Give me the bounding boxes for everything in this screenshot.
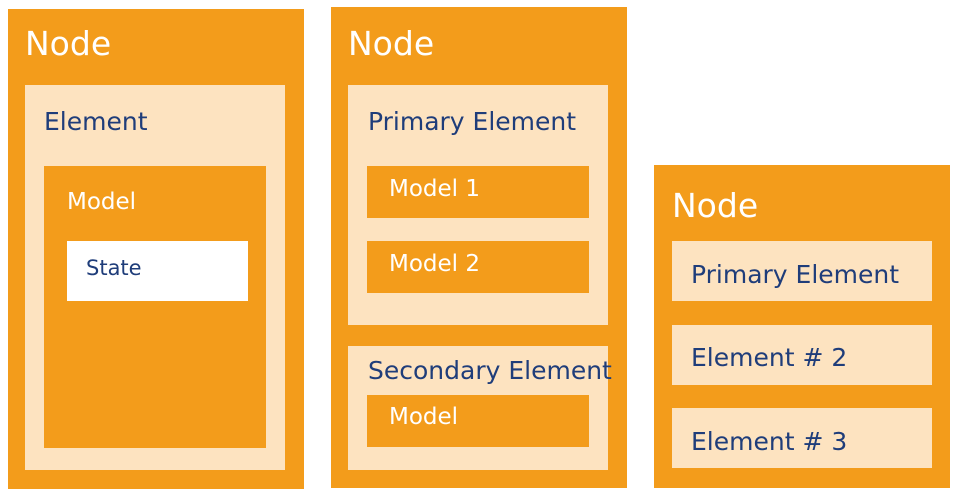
- node-1-model-label: Model: [67, 189, 137, 215]
- node-3-element-2: [672, 325, 932, 385]
- node-3-element-2-label: Element # 2: [691, 343, 848, 372]
- node-1-state: [67, 241, 248, 301]
- node-3-title: Node: [672, 186, 759, 225]
- node-3-element-3-label: Element # 3: [691, 427, 848, 456]
- node-2-secondary-model-label: Model: [389, 404, 459, 430]
- node-2-model-2-label: Model 2: [389, 251, 481, 277]
- node-1-element-label: Element: [44, 107, 148, 136]
- node-3-primary-element-label: Primary Element: [691, 260, 900, 289]
- node-2-model-1-label: Model 1: [389, 176, 481, 202]
- node-2-secondary-model: [367, 395, 589, 447]
- node-2-primary-element-label: Primary Element: [368, 107, 577, 136]
- node-2-model-1: [367, 166, 589, 218]
- node-3-element-3: [672, 408, 932, 468]
- node-2-secondary-element-label: Secondary Element: [368, 356, 612, 385]
- node-3-primary-element: [672, 241, 932, 301]
- node-1-state-label: State: [86, 256, 142, 280]
- node-2-title: Node: [348, 24, 435, 63]
- node-2-model-2: [367, 241, 589, 293]
- node-1-model: [44, 166, 266, 448]
- node-1-title: Node: [25, 24, 112, 63]
